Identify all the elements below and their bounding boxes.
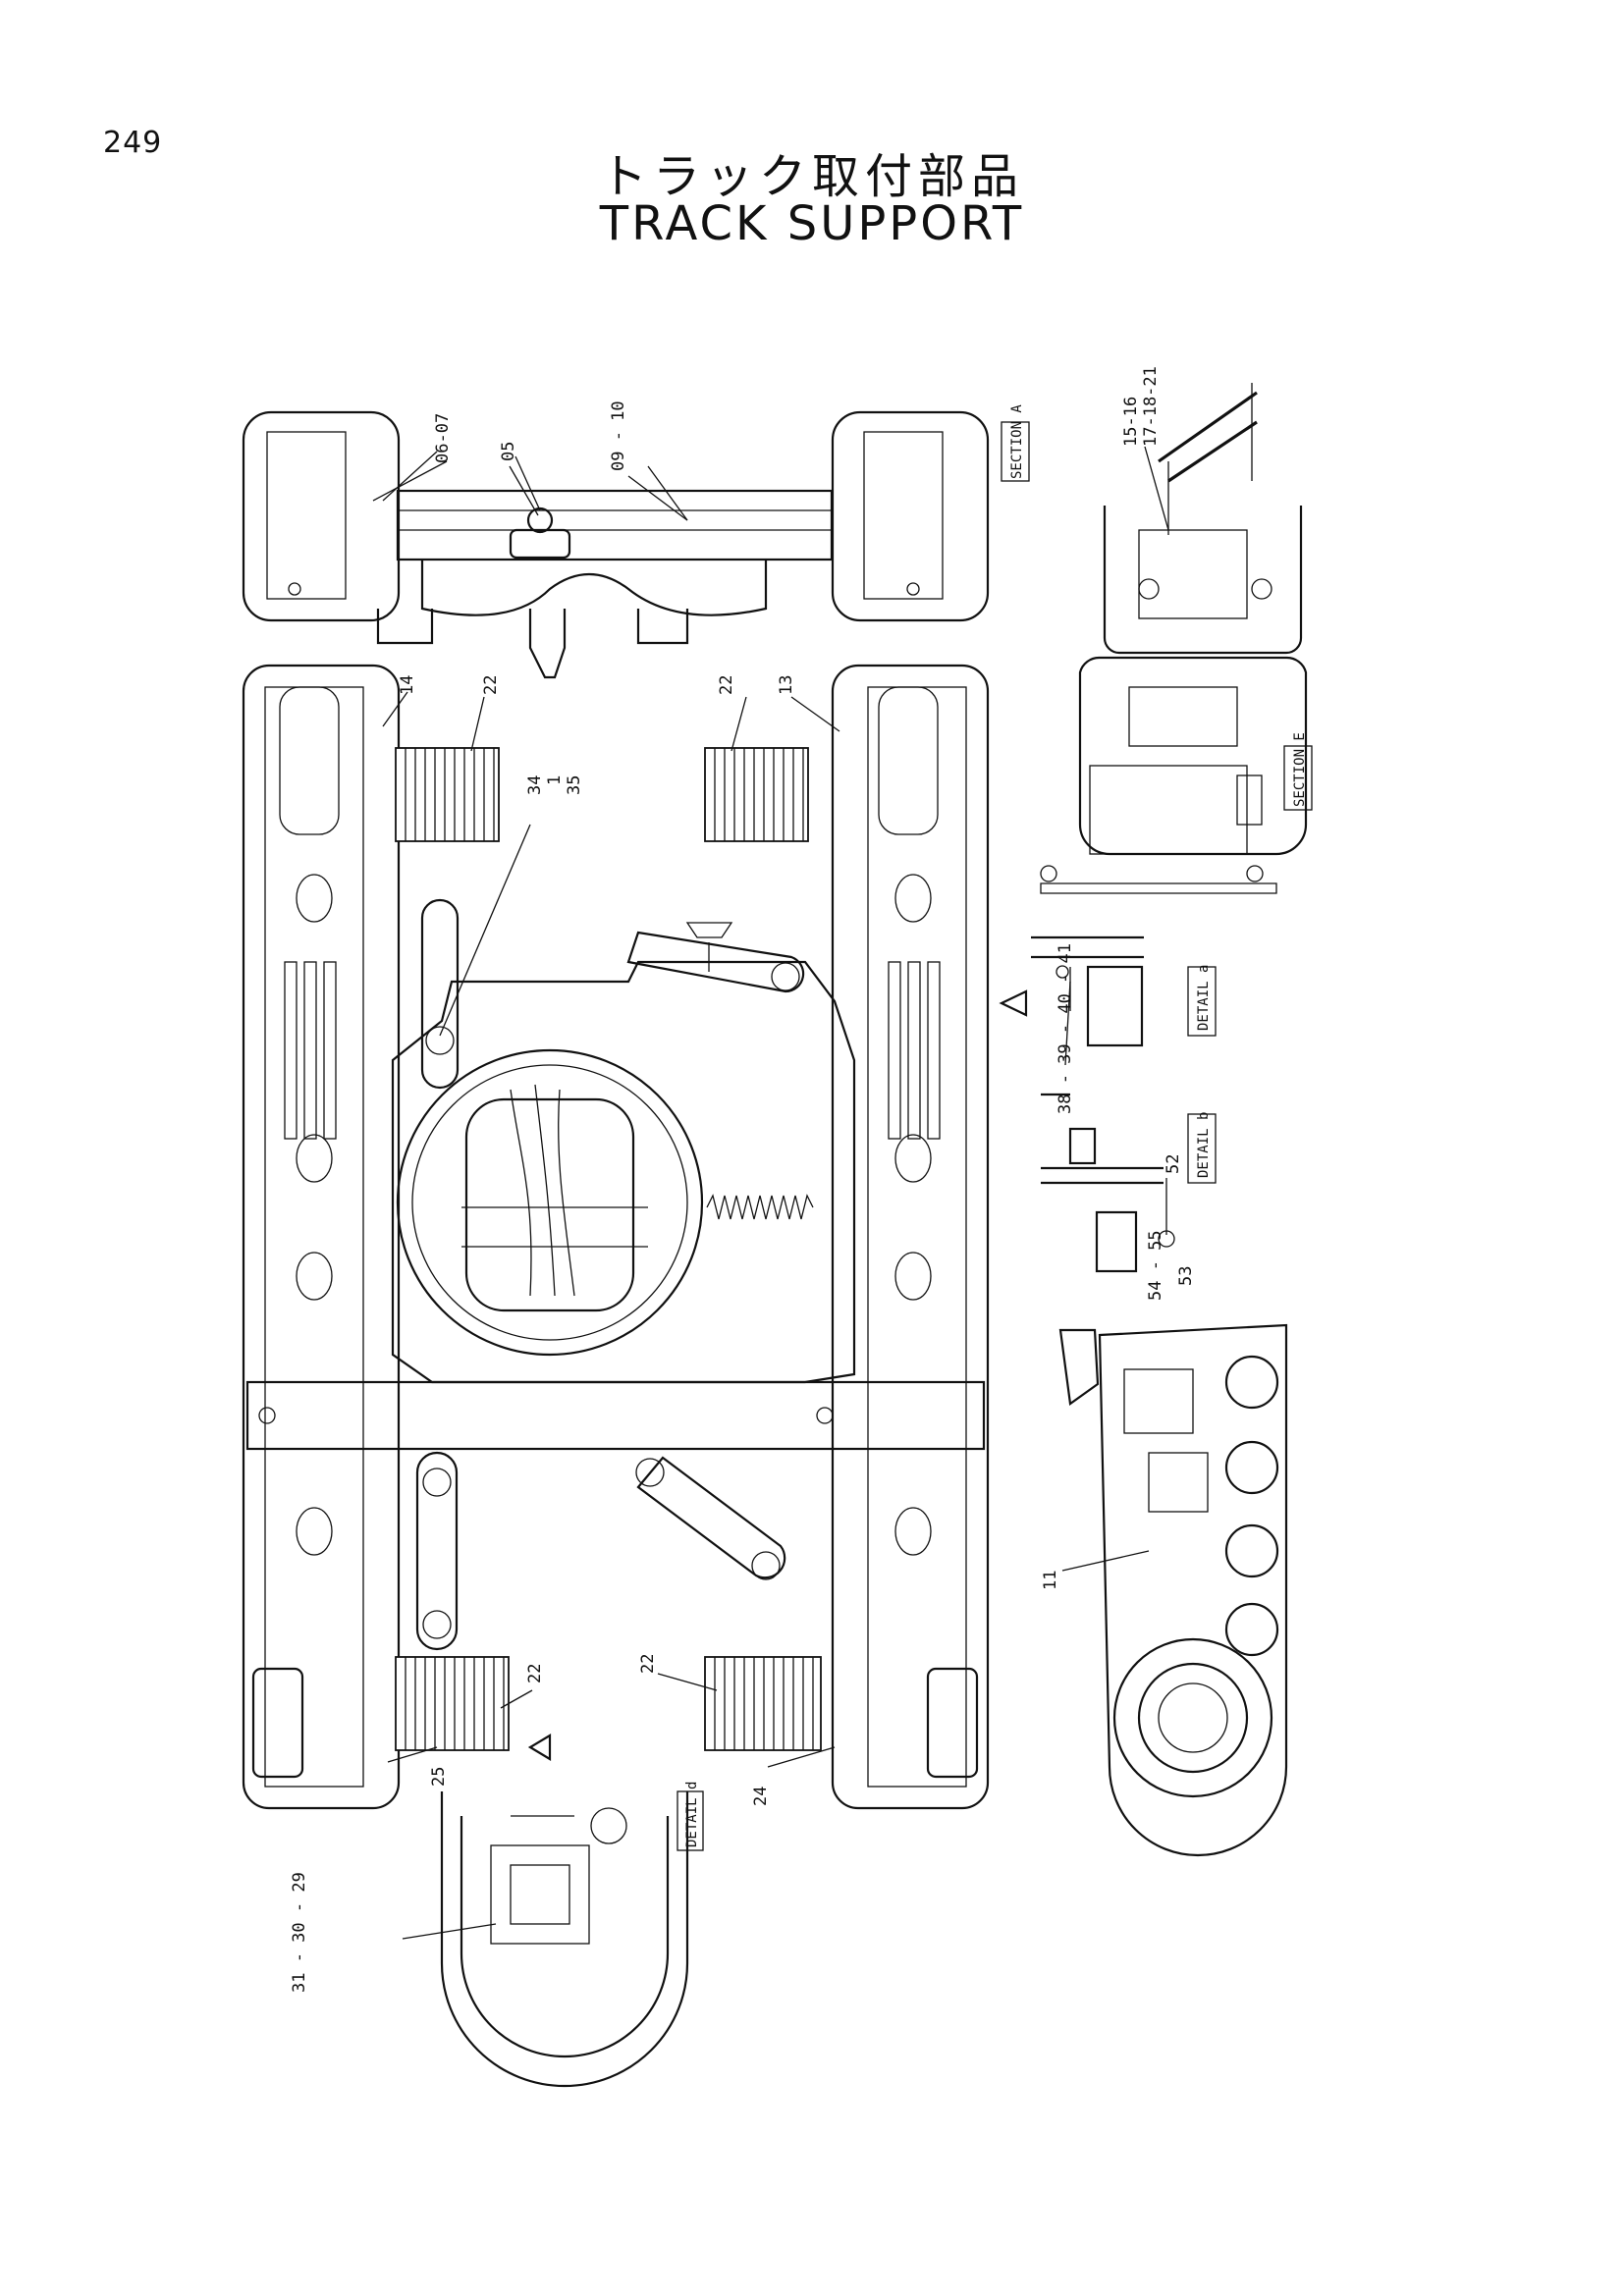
leader-lines xyxy=(372,446,1169,1940)
callout-22c: 22 xyxy=(525,1664,545,1683)
callout-52: 52 xyxy=(1164,1154,1183,1174)
callout-38-41: 38 - 39 - 40 - 41 xyxy=(1056,943,1075,1114)
callout-25: 25 xyxy=(429,1767,449,1787)
callout-31-30-29: 31 - 30 - 29 xyxy=(290,1872,309,1993)
callout-22b: 22 xyxy=(717,675,736,695)
callout-22d: 22 xyxy=(638,1654,658,1674)
callout-34: 34 xyxy=(525,775,545,795)
label-section-a: SECTION A xyxy=(1009,404,1025,479)
callout-11: 11 xyxy=(1041,1571,1060,1590)
label-section-e: SECTION E xyxy=(1292,732,1308,807)
label-detail-a: DETAIL a xyxy=(1196,965,1212,1031)
detail-b-view xyxy=(1041,1093,1175,1273)
detail-sprocket-view xyxy=(1103,383,1303,655)
callout-1: 1 xyxy=(545,775,565,785)
callout-06-07: 06-07 xyxy=(433,413,453,463)
page-number: 249 xyxy=(103,126,163,160)
callout-54-55: 54 - 55 xyxy=(1146,1230,1165,1301)
detail-a-view xyxy=(1031,935,1144,1047)
callout-13: 13 xyxy=(777,675,796,695)
callout-15-16: 15-16 xyxy=(1121,397,1141,447)
callout-53: 53 xyxy=(1176,1266,1196,1286)
page-title-japanese: トラック取付部品 xyxy=(599,149,1024,204)
callout-05: 05 xyxy=(499,442,518,461)
main-undercarriage-view xyxy=(242,664,1028,1810)
view-labels: SECTION A SECTION E DETAIL a DETAIL b DE… xyxy=(677,404,1313,1851)
label-detail-b: DETAIL b xyxy=(1196,1112,1212,1178)
callout-22a: 22 xyxy=(481,675,501,695)
callout-24: 24 xyxy=(751,1787,771,1806)
callout-17-18-21: 17-18-21 xyxy=(1141,366,1161,447)
callout-14: 14 xyxy=(398,675,417,695)
section-a-view xyxy=(242,410,990,679)
callout-09-10: 09 - 10 xyxy=(609,400,628,471)
callout-35: 35 xyxy=(565,775,584,795)
section-e-view xyxy=(1040,656,1308,894)
track-side-view xyxy=(1058,1323,1288,1857)
page-title-english: TRACK SUPPORT xyxy=(599,196,1025,251)
detail-d-view xyxy=(440,1791,689,2088)
label-detail-d: DETAIL d xyxy=(684,1782,700,1847)
track-shoes xyxy=(395,747,822,1751)
callouts: 06-07 05 09 - 10 15-16 17-18-21 14 22 22… xyxy=(290,366,1196,1993)
